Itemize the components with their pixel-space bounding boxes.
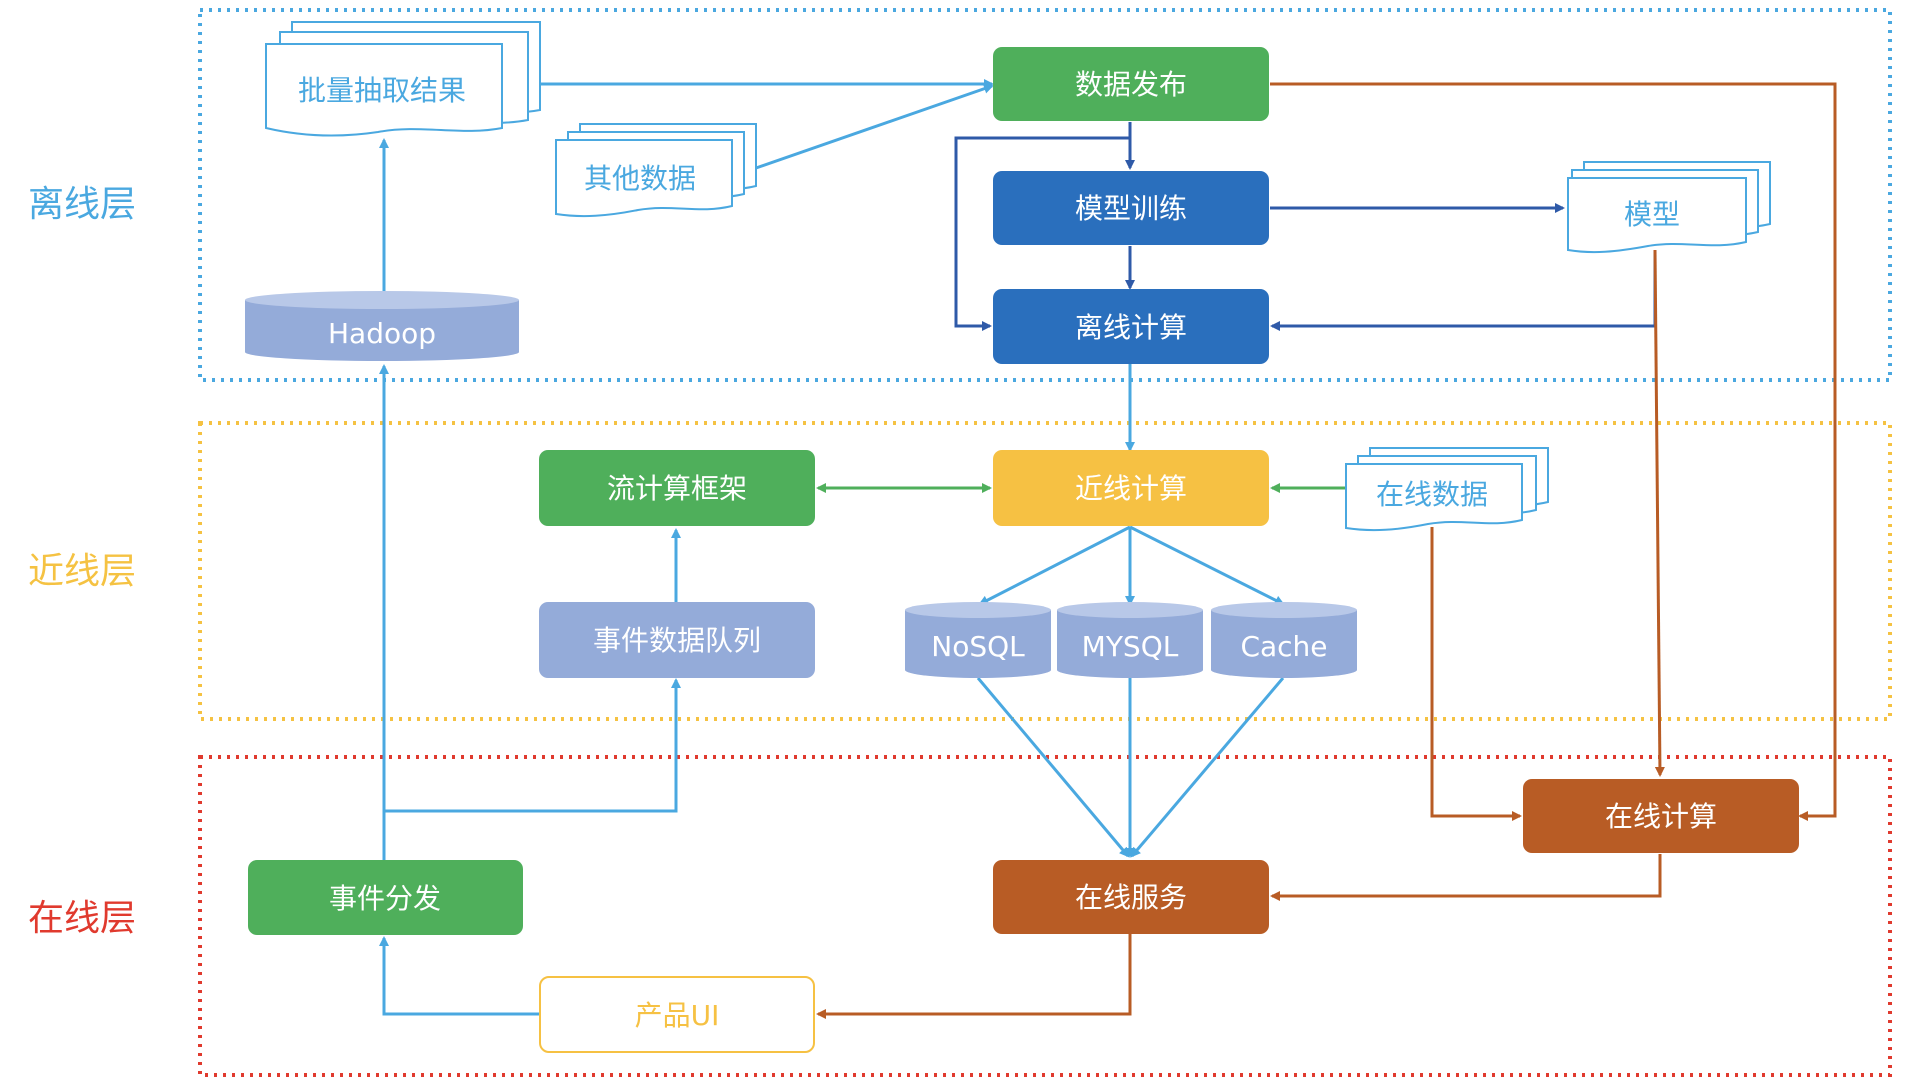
mysql-label: MYSQL (1082, 630, 1179, 663)
event-dispatch-node: 事件分发 (248, 860, 523, 935)
nosql-cylinder: NoSQL (905, 602, 1051, 678)
online-compute-label: 在线计算 (1605, 800, 1717, 833)
arrow-nosql-to-service (976, 677, 1130, 858)
offline-compute-node: 离线计算 (993, 289, 1269, 364)
offline-layer-box (198, 8, 1892, 382)
cache-label: Cache (1240, 630, 1327, 663)
cache-cylinder: Cache (1211, 602, 1357, 678)
other-data-label: 其他数据 (584, 162, 696, 195)
arrow-model-to-offline (1270, 250, 1657, 331)
stream-framework-node: 流计算框架 (539, 450, 815, 526)
online-data-doc: 在线数据 (1345, 447, 1549, 532)
hadoop-cylinder: Hadoop (245, 291, 519, 361)
nearline-compute-label: 近线计算 (1075, 472, 1187, 505)
arrow-publish-to-online-compute (1270, 82, 1837, 821)
arrow-publish-bypass-to-offline (954, 136, 1130, 331)
offline-layer-label: 离线层 (28, 184, 136, 225)
event-queue-label: 事件数据队列 (593, 624, 761, 657)
arrow-cache-to-service (1130, 677, 1285, 858)
online-compute-node: 在线计算 (1523, 779, 1799, 853)
online-layer-label: 在线层 (28, 898, 136, 939)
nearline-layer-label: 近线层 (28, 551, 136, 592)
nosql-label: NoSQL (931, 630, 1025, 663)
arrow-nearline-to-nosql (978, 525, 1131, 606)
model-training-label: 模型训练 (1075, 192, 1187, 225)
arrow-onlinedata-to-online-compute (1430, 527, 1522, 821)
product-ui-node: 产品UI (539, 976, 815, 1053)
event-dispatch-label: 事件分发 (329, 882, 441, 915)
online-service-node: 在线服务 (993, 860, 1269, 934)
nearline-compute-node: 近线计算 (993, 450, 1269, 526)
model-label: 模型 (1624, 198, 1680, 231)
arrow-model-to-online-compute (1653, 249, 1665, 777)
arrow-nearline-to-cache (1129, 525, 1285, 606)
online-service-label: 在线服务 (1075, 881, 1187, 914)
online-layer-box (198, 755, 1892, 1077)
model-training-node: 模型训练 (993, 171, 1269, 245)
online-data-label: 在线数据 (1376, 478, 1488, 511)
stream-framework-label: 流计算框架 (607, 472, 747, 505)
other-data-doc: 其他数据 (555, 123, 757, 218)
offline-compute-label: 离线计算 (1075, 311, 1187, 344)
arrow-service-to-ui (816, 934, 1132, 1019)
hadoop-label: Hadoop (328, 317, 436, 350)
model-doc: 模型 (1567, 161, 1771, 254)
arrow-ui-to-dispatch (379, 936, 540, 1016)
arrow-other-to-publish (755, 83, 994, 170)
arrow-online-compute-to-service (1270, 854, 1662, 901)
data-publish-node: 数据发布 (993, 47, 1269, 121)
batch-results-label: 批量抽取结果 (298, 74, 466, 107)
nearline-layer-box (198, 421, 1892, 721)
arrow-dispatch-to-queue (384, 678, 681, 813)
data-publish-label: 数据发布 (1075, 68, 1187, 101)
product-ui-label: 产品UI (635, 999, 720, 1032)
batch-results-doc: 批量抽取结果 (265, 21, 541, 137)
event-queue-node: 事件数据队列 (539, 602, 815, 678)
mysql-cylinder: MYSQL (1057, 602, 1203, 678)
